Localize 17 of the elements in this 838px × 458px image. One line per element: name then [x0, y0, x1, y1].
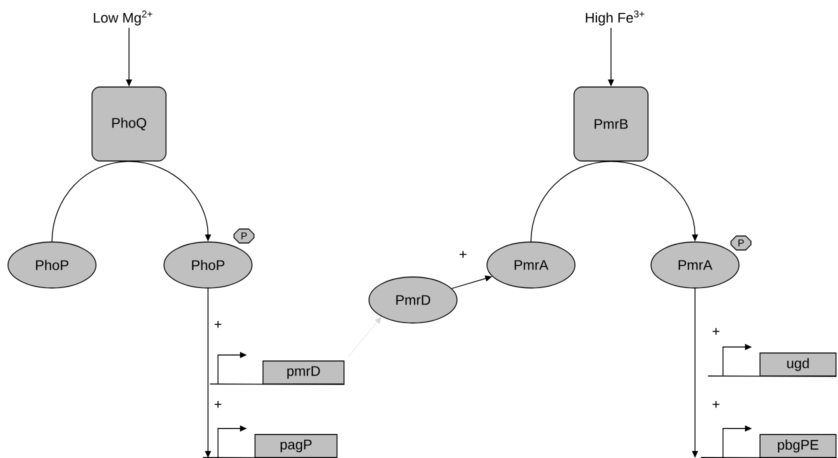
stimulus-label: Low Mg$^{2+}$ [94, 10, 152, 26]
kinase-box: PhoQ [92, 86, 166, 162]
gene-box: pmrD [262, 360, 344, 384]
kinase-box: PmrB [574, 86, 648, 162]
gene-box: pbgPE [760, 434, 836, 458]
phosphate-tag: P [234, 228, 254, 244]
arrow [530, 161, 698, 242]
gene-box: pagP [254, 434, 338, 458]
arrow [52, 161, 212, 242]
plus-sign: + [214, 320, 222, 328]
phosphate-tag: P [730, 236, 752, 250]
stimulus-label: High Fe$^{3+}$ [586, 10, 644, 26]
plus-sign: + [712, 400, 720, 408]
gene-box: ugd [760, 352, 836, 376]
plus-sign: + [712, 328, 720, 335]
plus-sign: + [214, 400, 222, 408]
edge-label: + [458, 250, 468, 260]
